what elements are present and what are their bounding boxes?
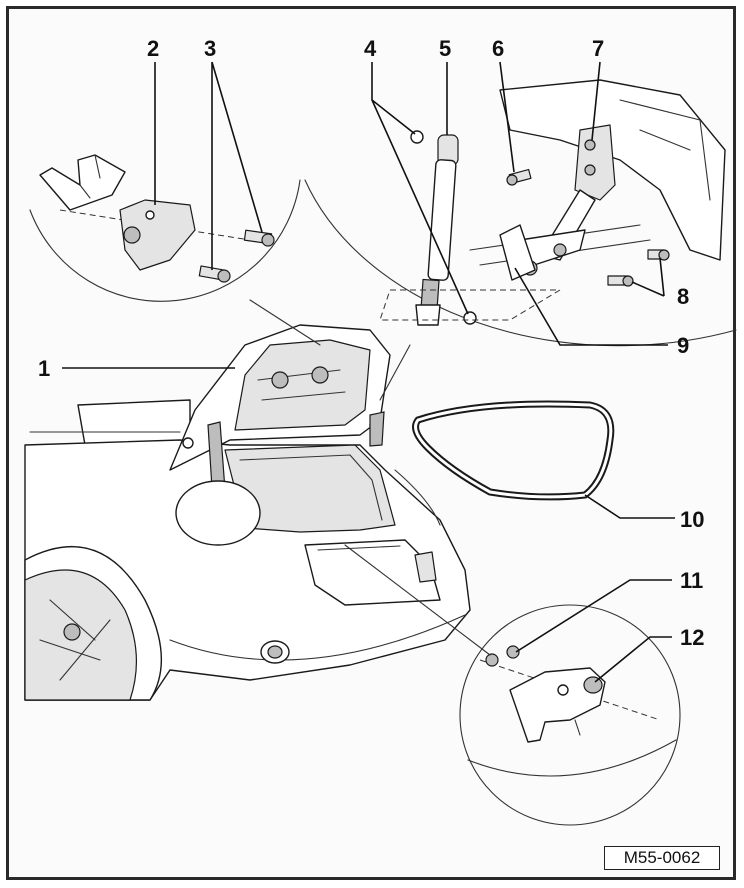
ball-stud-icon bbox=[463, 311, 477, 325]
bolt-icon bbox=[647, 249, 670, 261]
striker-plate bbox=[509, 667, 606, 743]
screw-icon bbox=[506, 168, 532, 186]
callout-numbers: 1 2 3 4 5 6 7 8 9 10 11 12 bbox=[38, 36, 704, 650]
bolt-icon bbox=[198, 265, 231, 283]
callout-12: 12 bbox=[680, 625, 704, 650]
callout-6: 6 bbox=[492, 36, 504, 61]
hinge-assembly bbox=[519, 124, 616, 276]
latch-detail-circle bbox=[29, 154, 301, 302]
callout-1: 1 bbox=[38, 356, 50, 381]
striker-detail-circle bbox=[459, 604, 681, 826]
callout-9: 9 bbox=[677, 333, 689, 358]
callout-11: 11 bbox=[680, 568, 703, 593]
bolt-icon bbox=[607, 275, 634, 287]
gas-strut bbox=[415, 134, 459, 326]
callout-7: 7 bbox=[592, 36, 604, 61]
trunk-seal bbox=[412, 400, 615, 501]
trunk-lid bbox=[169, 324, 391, 471]
wheel bbox=[24, 546, 163, 701]
callout-3: 3 bbox=[204, 36, 216, 61]
bolt-icon bbox=[485, 645, 520, 667]
car-rear-body bbox=[24, 324, 471, 701]
leader-lines bbox=[62, 61, 675, 683]
bolt-icon bbox=[243, 229, 275, 247]
hinge-detail-circle bbox=[304, 79, 737, 347]
callout-4: 4 bbox=[364, 36, 377, 61]
callout-8: 8 bbox=[677, 284, 689, 309]
reference-code: M55-0062 bbox=[604, 846, 720, 870]
callout-10: 10 bbox=[680, 507, 704, 532]
callout-2: 2 bbox=[147, 36, 159, 61]
callout-5: 5 bbox=[439, 36, 451, 61]
